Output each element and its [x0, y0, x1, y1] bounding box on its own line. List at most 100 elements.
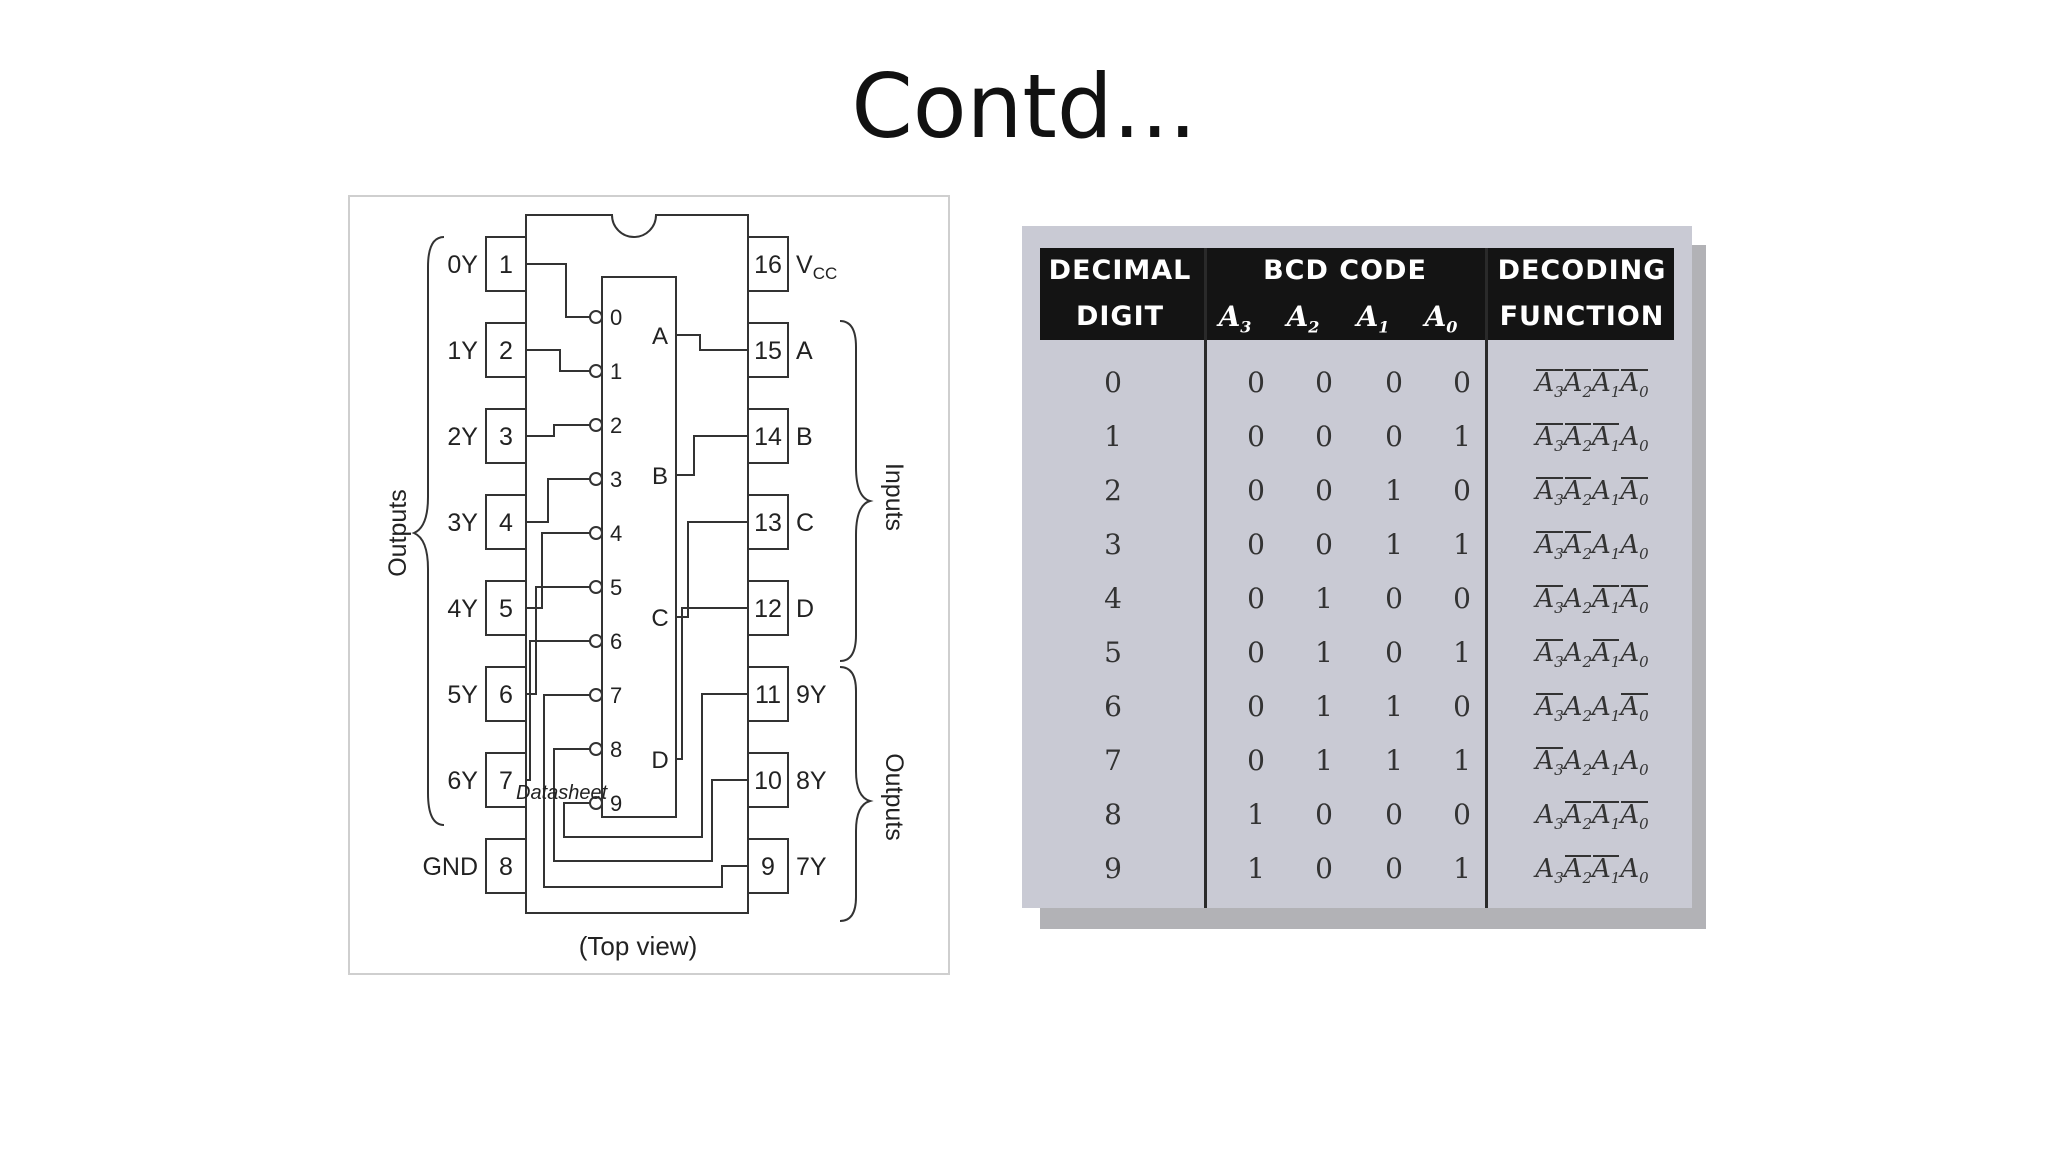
left-pin-number: 3: [499, 423, 513, 451]
bcd-bit-cell: 1: [1453, 528, 1471, 561]
left-pin-label: GND: [422, 853, 478, 881]
function-literal: A3: [1535, 692, 1564, 726]
left-pin-number: 7: [499, 767, 513, 795]
right-inputs-brace: [839, 320, 874, 662]
decoding-function-cell: A3A2A1A0: [1492, 530, 1692, 563]
bcd-bit-cell: 0: [1315, 366, 1333, 399]
decoder-input-label: C: [651, 605, 668, 632]
decimal-digit-cell: 7: [1104, 744, 1122, 777]
left-pin-label: 3Y: [447, 509, 478, 537]
header-bcd-code: BCD CODE: [1263, 255, 1427, 286]
left-pin-label: 5Y: [447, 681, 478, 709]
decoder-input-label: B: [652, 463, 668, 490]
function-literal: A2: [1563, 476, 1592, 510]
bcd-bit-cell: 1: [1385, 528, 1403, 561]
bcd-bit-cell: 1: [1453, 420, 1471, 453]
inverting-output-bubble: [589, 310, 603, 324]
decimal-digit-cell: 1: [1104, 420, 1122, 453]
decimal-digit-cell: 0: [1104, 366, 1122, 399]
diagram-caption: (Top view): [579, 931, 697, 961]
bcd-bit-cell: 1: [1453, 852, 1471, 885]
function-literal: A0: [1620, 746, 1649, 780]
right-pin-number: 10: [754, 767, 782, 795]
function-literal: A3: [1535, 584, 1564, 618]
watermark-text: Datasheet: [516, 782, 609, 804]
function-literal: A3: [1535, 746, 1564, 780]
bcd-bit-cell: 1: [1247, 798, 1265, 831]
inverting-output-bubble: [589, 742, 603, 756]
right-pin-box: [747, 838, 789, 894]
output-wire: [526, 532, 590, 609]
left-pin-number: 6: [499, 681, 513, 709]
left-pin-number: 4: [499, 509, 513, 537]
right-pin-box: [747, 752, 789, 808]
right-pin-number: 15: [754, 337, 782, 365]
function-literal: A0: [1620, 800, 1649, 834]
function-literal: A0: [1620, 854, 1649, 888]
decimal-digit-cell: 9: [1104, 852, 1122, 885]
decoding-function-cell: A3A2A1A0: [1492, 800, 1692, 833]
bcd-bit-cell: 1: [1247, 852, 1265, 885]
right-outputs-brace: [839, 666, 874, 922]
header-decoding-line2: FUNCTION: [1499, 301, 1665, 332]
right-pin-box: [747, 580, 789, 636]
decimal-digit-cell: 2: [1104, 474, 1122, 507]
right-pin-box: [747, 666, 789, 722]
decoding-function-cell: A3A2A1A0: [1492, 692, 1692, 725]
function-literal: A3: [1535, 800, 1564, 834]
left-pin-number: 8: [499, 853, 513, 881]
decoding-function-cell: A3A2A1A0: [1492, 638, 1692, 671]
decoding-function-cell: A3A2A1A0: [1492, 584, 1692, 617]
bcd-bit-cell: 0: [1315, 852, 1333, 885]
function-literal: A0: [1620, 530, 1649, 564]
left-outputs-brace: [411, 236, 445, 826]
function-literal: A2: [1563, 800, 1592, 834]
decoder-output-label: 1: [610, 359, 622, 384]
function-literal: A1: [1592, 530, 1621, 564]
decoder-output-label: 7: [610, 683, 622, 708]
left-pin-box: [485, 494, 527, 550]
left-pin-number: 5: [499, 595, 513, 623]
output-wire: [526, 349, 590, 372]
header-bcd-col-a2: A2: [1286, 300, 1320, 337]
output-wire: [543, 694, 748, 888]
right-pin-number: 11: [755, 681, 781, 709]
input-wire: [676, 334, 748, 351]
right-pin-label: 7Y: [796, 853, 827, 881]
right-pin-number: 12: [754, 595, 782, 623]
bcd-bit-cell: 0: [1315, 420, 1333, 453]
bcd-decoder-truth-table: DECIMAL DIGIT BCD CODE A3 A2 A1 A0 DECOD…: [1022, 226, 1692, 908]
inverting-output-bubble: [589, 364, 603, 378]
bcd-bit-cell: 1: [1315, 636, 1333, 669]
bcd-bit-cell: 0: [1247, 582, 1265, 615]
bcd-bit-cell: 0: [1247, 636, 1265, 669]
decoder-output-label: 9: [610, 791, 622, 816]
inverting-output-bubble: [589, 472, 603, 486]
output-wire: [526, 640, 590, 781]
decoder-output-label: 0: [610, 305, 622, 330]
bcd-bit-cell: 0: [1385, 582, 1403, 615]
bcd-bit-cell: 1: [1385, 744, 1403, 777]
decimal-digit-cell: 3: [1104, 528, 1122, 561]
input-wire: [676, 607, 748, 760]
left-pin-label: 0Y: [447, 251, 478, 279]
bcd-bit-cell: 1: [1315, 582, 1333, 615]
bcd-bit-cell: 0: [1247, 528, 1265, 561]
output-wire: [526, 424, 590, 437]
function-literal: A1: [1592, 422, 1621, 456]
function-literal: A3: [1535, 368, 1564, 402]
decoding-function-cell: A3A2A1A0: [1492, 746, 1692, 779]
left-pin-number: 1: [499, 251, 513, 279]
function-literal: A1: [1592, 638, 1621, 672]
decoding-function-cell: A3A2A1A0: [1492, 368, 1692, 401]
bcd-bit-cell: 1: [1385, 474, 1403, 507]
bcd-bit-cell: 0: [1453, 474, 1471, 507]
right-pin-label: 8Y: [796, 767, 827, 795]
input-wire: [676, 435, 748, 476]
left-pin-box: [485, 752, 527, 808]
decoder-block: [601, 276, 677, 818]
bcd-bit-cell: 0: [1453, 366, 1471, 399]
decoder-output-label: 4: [610, 521, 622, 546]
inverting-output-bubble: [589, 634, 603, 648]
bcd-bit-cell: 0: [1315, 474, 1333, 507]
